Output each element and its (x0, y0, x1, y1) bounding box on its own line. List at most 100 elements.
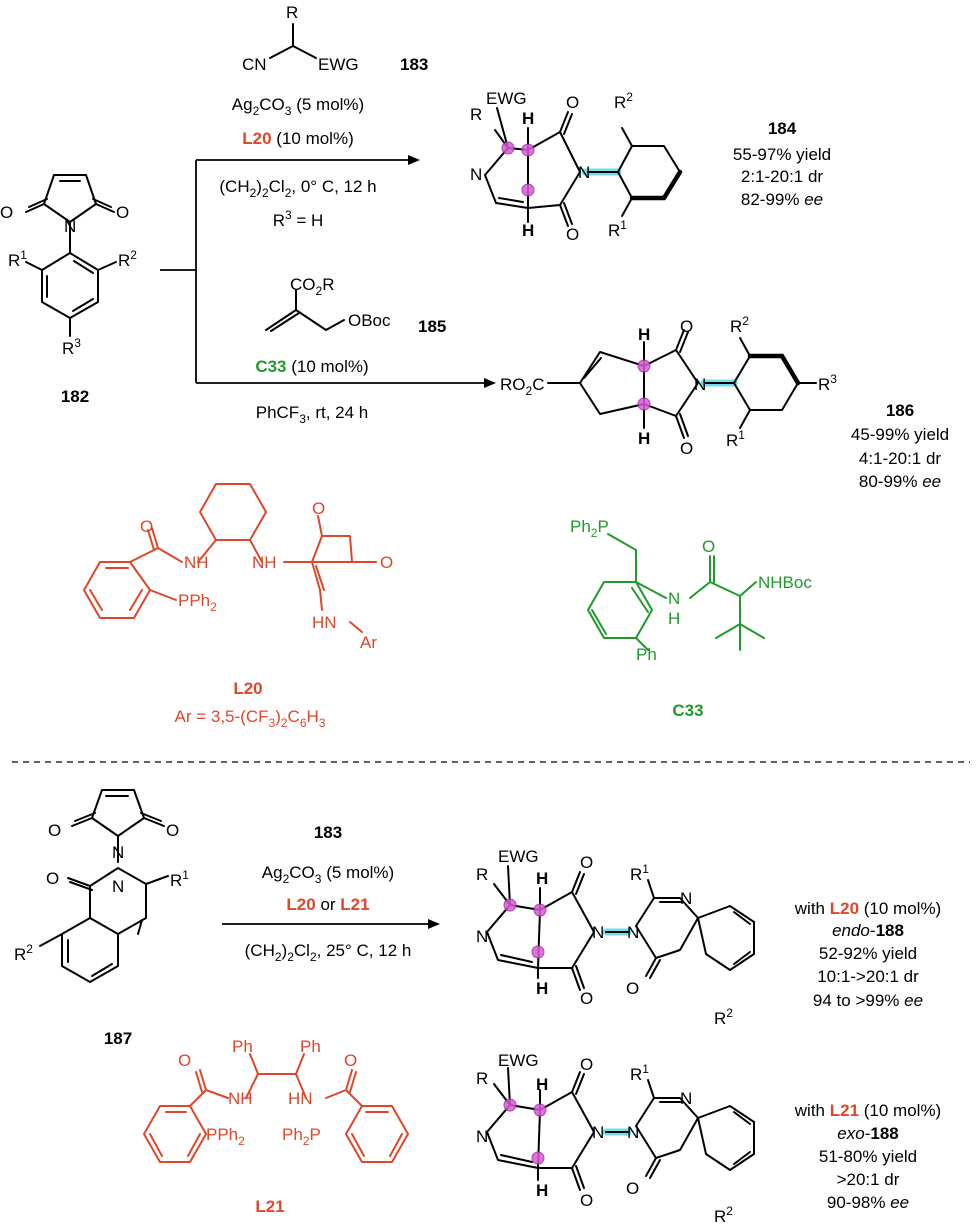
svg-text:NHBoc: NHBoc (758, 573, 812, 592)
svg-text:H: H (522, 221, 534, 240)
svg-text:2:1-20:1 dr: 2:1-20:1 dr (741, 167, 824, 186)
svg-text:O: O (140, 517, 153, 536)
svg-text:R2: R2 (714, 1006, 733, 1028)
svg-text:H: H (668, 609, 680, 628)
compound-number-182: 182 (61, 387, 89, 406)
svg-text:O: O (626, 1179, 639, 1198)
svg-text:N: N (470, 165, 482, 184)
svg-text:H: H (638, 429, 650, 448)
svg-text:NH: NH (252, 553, 277, 572)
svg-text:90-98% ee: 90-98% ee (827, 1193, 909, 1212)
ligand-label-L21: L21 (255, 1197, 284, 1216)
svg-text:H: H (536, 1075, 548, 1094)
svg-text:PhCF3, rt, 24 h: PhCF3, rt, 24 h (256, 403, 369, 426)
svg-text:N: N (668, 589, 680, 608)
svg-text:N: N (112, 843, 124, 862)
ligand-label-L20: L20 (233, 679, 262, 698)
svg-text:94 to >99% ee: 94 to >99% ee (813, 991, 923, 1010)
substrate-182: O O N R1 R2 R3 182 (0, 174, 137, 406)
svg-text:O: O (580, 989, 593, 1008)
svg-text:R: R (476, 1069, 488, 1088)
svg-text:H: H (536, 979, 548, 998)
svg-text:H: H (638, 325, 650, 344)
reagent-183: R CN EWG 183 (242, 3, 428, 74)
svg-text:EWG: EWG (318, 55, 359, 74)
svg-text:O: O (48, 821, 61, 840)
svg-text:CO2R: CO2R (290, 275, 334, 298)
compound-number-186: 186 (886, 401, 914, 420)
product-exo-188: EWG R H H N N N N O O O R1 R2 with L21 (… (476, 1051, 941, 1226)
r3-label: R3 (62, 336, 81, 358)
svg-text:with L20 (10 mol%): with L20 (10 mol%) (794, 899, 941, 918)
svg-text:N: N (680, 889, 692, 908)
svg-text:L20 (10 mol%): L20 (10 mol%) (242, 129, 353, 148)
svg-text:EWG: EWG (498, 1051, 539, 1070)
svg-text:EWG: EWG (486, 89, 527, 108)
svg-text:H: H (536, 869, 548, 888)
svg-text:N: N (112, 877, 124, 896)
svg-text:R2: R2 (730, 314, 749, 336)
svg-text:O: O (680, 439, 693, 458)
svg-text:HN: HN (288, 1089, 313, 1108)
r2-label: R2 (118, 248, 137, 270)
r1-label: R1 (8, 248, 27, 270)
svg-text:R1: R1 (630, 1062, 649, 1084)
svg-text:(CH2)2Cl2, 0° C, 12 h: (CH2)2Cl2, 0° C, 12 h (219, 177, 376, 200)
svg-text:R: R (470, 105, 482, 124)
forked-arrows-top (160, 155, 496, 388)
svg-text:L20 or L21: L20 or L21 (286, 895, 369, 914)
compound-number-184: 184 (768, 119, 797, 138)
svg-text:N: N (592, 1123, 604, 1142)
svg-text:R2: R2 (714, 1204, 733, 1226)
conditions-top-1: Ag2CO3 (5 mol%) L20 (10 mol%) (CH2)2Cl2,… (219, 95, 376, 230)
svg-text:Ph: Ph (300, 1037, 321, 1056)
o-left: O (0, 203, 13, 222)
compound-number-185: 185 (418, 317, 446, 336)
svg-text:PPh2: PPh2 (178, 591, 217, 614)
svg-text:R: R (286, 3, 298, 22)
svg-text:Ph2P: Ph2P (282, 1125, 321, 1148)
svg-text:RO2C: RO2C (500, 375, 544, 398)
svg-text:NH: NH (228, 1089, 253, 1108)
catalyst-C33: Ph2P O NHBoc N H Ph C33 (570, 517, 812, 720)
svg-text:10:1->20:1 dr: 10:1->20:1 dr (817, 967, 919, 986)
catalyst-label-C33: C33 (672, 701, 703, 720)
svg-text:H: H (536, 1181, 548, 1200)
product-endo-188: EWG R H H N N N N O O O R1 R2 with L20 (… (476, 847, 941, 1028)
svg-text:O: O (312, 499, 325, 518)
svg-text:Ag2CO3 (5 mol%): Ag2CO3 (5 mol%) (232, 95, 364, 118)
svg-text:endo-188: endo-188 (832, 921, 904, 940)
svg-text:O: O (580, 853, 593, 872)
svg-text:OBoc: OBoc (348, 311, 391, 330)
svg-text:80-99% ee: 80-99% ee (859, 472, 941, 491)
svg-text:N: N (694, 375, 706, 394)
svg-text:45-99% yield: 45-99% yield (851, 425, 949, 444)
product-186: RO2C H H N O O R2 R1 R3 186 45-99% yield… (500, 314, 949, 491)
svg-text:O: O (344, 1051, 357, 1070)
svg-text:O: O (566, 225, 579, 244)
conditions-bottom: 183 Ag2CO3 (5 mol%) L20 or L21 (CH2)2Cl2… (222, 823, 440, 964)
svg-text:4:1-20:1 dr: 4:1-20:1 dr (859, 449, 942, 468)
svg-text:exo-188: exo-188 (837, 1124, 898, 1143)
svg-text:C33 (10 mol%): C33 (10 mol%) (255, 357, 368, 376)
svg-text:O: O (680, 317, 693, 336)
svg-text:R2: R2 (14, 942, 33, 964)
ligand-L20: NH NH O O O HN Ar PPh2 L20 Ar = 3,5-(CF3… (83, 483, 393, 730)
svg-text:52-92% yield: 52-92% yield (819, 944, 917, 963)
svg-text:O: O (580, 1191, 593, 1210)
svg-text:HN: HN (312, 613, 337, 632)
svg-text:CN: CN (242, 55, 267, 74)
compound-number-183: 183 (400, 55, 428, 74)
svg-text:R: R (476, 865, 488, 884)
svg-text:Ph: Ph (232, 1037, 253, 1056)
reagent-185: CO2R OBoc 185 (265, 275, 446, 336)
svg-text:55-97% yield: 55-97% yield (733, 145, 831, 164)
svg-text:R2: R2 (614, 90, 633, 112)
svg-text:N: N (578, 163, 590, 182)
svg-text:N: N (680, 1089, 692, 1108)
svg-text:Ar = 3,5-(CF3)2C6H3: Ar = 3,5-(CF3)2C6H3 (175, 707, 326, 730)
substrate-187: O O N N O R1 R2 187 (14, 789, 189, 1048)
svg-text:R1: R1 (726, 428, 745, 450)
svg-text:R3 = H: R3 = H (273, 208, 324, 230)
